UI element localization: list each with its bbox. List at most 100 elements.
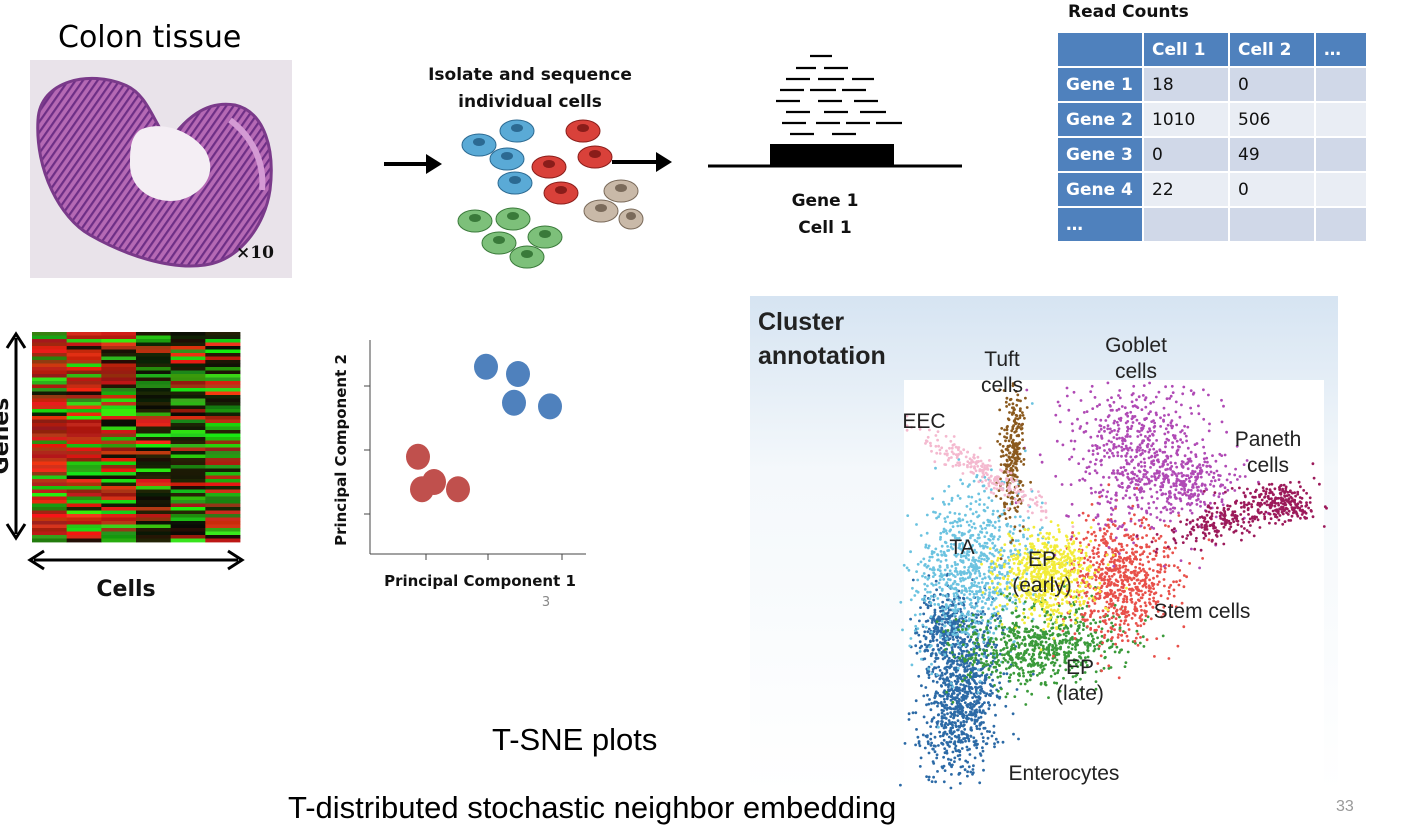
arrow-to-cells bbox=[384, 150, 444, 180]
heatmap-cell bbox=[171, 374, 206, 378]
heatmap-cell bbox=[32, 479, 67, 483]
heatmap-cell bbox=[205, 483, 240, 487]
table-cell: 1010 bbox=[1144, 103, 1230, 138]
heatmap-cell bbox=[136, 525, 171, 529]
heatmap-cell bbox=[136, 392, 171, 396]
heatmap-cell bbox=[205, 395, 240, 399]
heatmap-cell bbox=[205, 521, 240, 525]
heatmap-cell bbox=[32, 378, 67, 382]
cells-axis-label: Cells bbox=[96, 577, 155, 602]
table-cell bbox=[1316, 68, 1368, 103]
heatmap-cell bbox=[136, 451, 171, 455]
heatmap-cell bbox=[205, 343, 240, 347]
heatmap-cell bbox=[171, 357, 206, 361]
heatmap-cell bbox=[67, 476, 102, 480]
heatmap-cell bbox=[136, 518, 171, 522]
heatmap-cell bbox=[101, 388, 136, 392]
heatmap-cell bbox=[32, 472, 67, 476]
pca-x-axis-label: Principal Component 1 bbox=[384, 572, 576, 590]
heatmap-cell bbox=[101, 420, 136, 424]
heatmap-cell bbox=[101, 381, 136, 385]
heatmap-cell bbox=[32, 336, 67, 340]
heatmap-cell bbox=[171, 451, 206, 455]
heatmap-cell bbox=[136, 374, 171, 378]
heatmap-cell bbox=[171, 514, 206, 518]
heatmap-cell bbox=[101, 346, 136, 350]
heatmap-cell bbox=[32, 353, 67, 357]
heatmap-cell bbox=[32, 521, 67, 525]
heatmap-panel: Genes Cells bbox=[0, 328, 250, 608]
red-cell bbox=[544, 182, 578, 204]
heatmap-cell bbox=[101, 469, 136, 473]
heatmap-cell bbox=[171, 332, 206, 336]
blue-cell bbox=[462, 134, 496, 156]
heatmap-cell bbox=[171, 409, 206, 413]
heatmap-cell bbox=[101, 339, 136, 343]
cells-axis-arrow bbox=[30, 551, 242, 569]
tsne-subtitle: T-distributed stochastic neighbor embedd… bbox=[288, 790, 896, 826]
heatmap-cell bbox=[205, 388, 240, 392]
heatmap-cell bbox=[101, 378, 136, 382]
heatmap-cell bbox=[67, 406, 102, 410]
heatmap-cell bbox=[101, 490, 136, 494]
heatmap-cell bbox=[171, 385, 206, 389]
heatmap-cell bbox=[171, 437, 206, 441]
tsne-cluster-plot: Cluster annotation Tuft cells Goblet cel… bbox=[750, 296, 1338, 794]
heatmap-cell bbox=[101, 532, 136, 536]
heatmap-cell bbox=[32, 416, 67, 420]
heatmap-cell bbox=[67, 350, 102, 354]
heatmap-cell bbox=[67, 367, 102, 371]
heatmap-cell bbox=[32, 409, 67, 413]
heatmap-cell bbox=[32, 437, 67, 441]
table-row: Gene 4 22 0 bbox=[1058, 173, 1368, 208]
heatmap-cell bbox=[67, 462, 102, 466]
heatmap-cell bbox=[101, 472, 136, 476]
heatmap-cell bbox=[171, 539, 206, 543]
heatmap-cell bbox=[171, 416, 206, 420]
heatmap-cell bbox=[136, 423, 171, 427]
heatmap-cell bbox=[171, 353, 206, 357]
heatmap-cell bbox=[67, 528, 102, 532]
heatmap-cell bbox=[67, 364, 102, 368]
heatmap-cell bbox=[205, 462, 240, 466]
heatmap-cell bbox=[101, 507, 136, 511]
heatmap-cell bbox=[67, 357, 102, 361]
heatmap-cell bbox=[205, 427, 240, 431]
table-row: Gene 3 0 49 bbox=[1058, 138, 1368, 173]
label-eec: EEC bbox=[902, 410, 945, 433]
heatmap-cell bbox=[101, 385, 136, 389]
heatmap-cell bbox=[205, 539, 240, 543]
table-row: … bbox=[1058, 208, 1368, 243]
heatmap-cell bbox=[101, 406, 136, 410]
heatmap-cell bbox=[32, 455, 67, 459]
heatmap-cell bbox=[32, 381, 67, 385]
heatmap-cell bbox=[205, 399, 240, 403]
heatmap-cell bbox=[136, 339, 171, 343]
label-tuft-cells: cells bbox=[981, 374, 1023, 397]
colon-title: Colon tissue bbox=[58, 20, 241, 55]
heatmap-cell bbox=[136, 507, 171, 511]
heatmap-cell bbox=[32, 427, 67, 431]
heatmap-cell bbox=[171, 462, 206, 466]
column-header bbox=[1058, 33, 1144, 68]
heatmap-cell bbox=[205, 451, 240, 455]
heatmap-cell bbox=[32, 388, 67, 392]
heatmap-cell bbox=[101, 465, 136, 469]
label-paneth: Paneth bbox=[1235, 428, 1302, 451]
heatmap-cell bbox=[32, 374, 67, 378]
table-cell bbox=[1316, 103, 1368, 138]
table-cell: 22 bbox=[1144, 173, 1230, 208]
heatmap-cell bbox=[171, 479, 206, 483]
heatmap-cell bbox=[205, 392, 240, 396]
heatmap-cell bbox=[171, 455, 206, 459]
heatmap-cell bbox=[101, 416, 136, 420]
heatmap-cell bbox=[136, 413, 171, 417]
tsne-heading: T-SNE plots bbox=[492, 722, 657, 758]
heatmap-cell bbox=[32, 497, 67, 501]
green-cell bbox=[496, 208, 530, 230]
heatmap-cell bbox=[101, 409, 136, 413]
heatmap-cell bbox=[101, 430, 136, 434]
heatmap-cell bbox=[171, 399, 206, 403]
heatmap-cell bbox=[101, 500, 136, 504]
heatmap-cell bbox=[67, 441, 102, 445]
